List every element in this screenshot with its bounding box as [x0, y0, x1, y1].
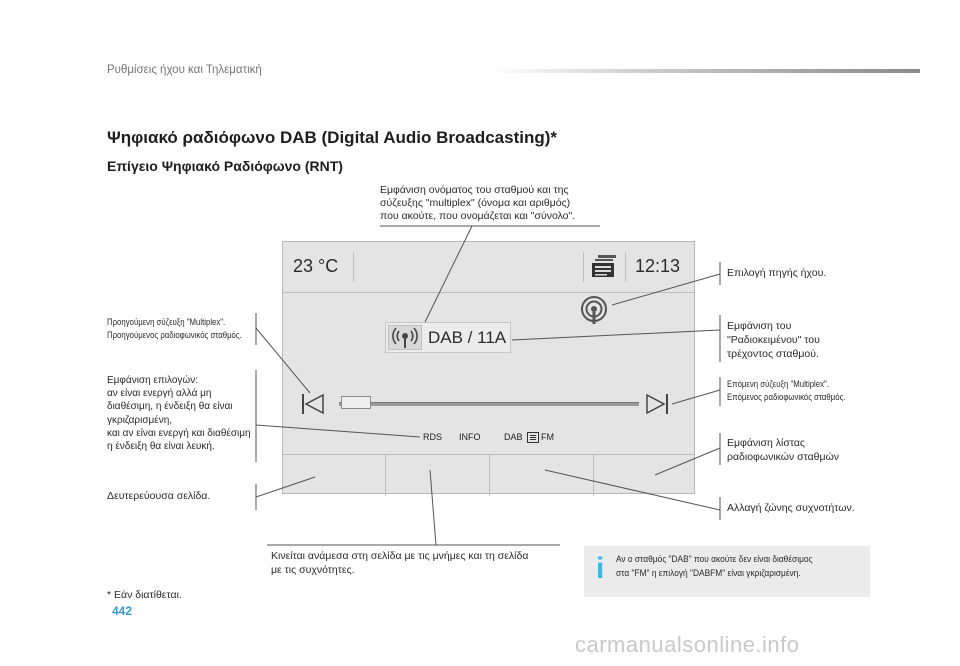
tab-rds[interactable]: RDS — [423, 432, 443, 442]
temperature-readout: 23 °C — [293, 256, 339, 276]
frequency-slider-track[interactable] — [339, 402, 639, 406]
clock-readout: 12:13 — [634, 256, 680, 276]
divider — [593, 455, 594, 496]
callout-secondary-page: Δευτερεύουσα σελίδα. — [107, 490, 211, 502]
source-icon[interactable] — [579, 295, 609, 325]
next-multiplex-icon[interactable] — [645, 392, 669, 416]
page-number: 442 — [112, 604, 133, 618]
info-note-text: Αν ο σταθμός "DAB" που ακούτε δεν είναι … — [616, 554, 813, 579]
footnote: * Εάν διατίθεται. — [107, 589, 182, 601]
page-title: Ψηφιακό ραδιόφωνο DAB (Digital Audio Bro… — [107, 128, 558, 147]
station-name-box: DAB / 11A — [385, 322, 511, 353]
info-note: i Αν ο σταθμός "DAB" που ακούτε δεν είνα… — [584, 546, 870, 597]
callout-station-name: Εμφάνιση ονόματος του σταθμού και της σύ… — [380, 184, 576, 222]
divider — [583, 252, 584, 282]
header-rule — [490, 69, 920, 73]
tab-dab[interactable]: DAB — [504, 432, 523, 442]
dab-fm-switch-icon — [527, 432, 539, 443]
status-bar: 23 °C 12:13 — [283, 242, 694, 293]
divider — [353, 252, 354, 282]
callout-next-multiplex: Επόμενη σύζευξη "Multiplex". Επόμενος ρα… — [727, 379, 846, 403]
callout-memories: Κινείται ανάμεσα στη σελίδα με τις μνήμε… — [271, 550, 529, 576]
callout-options: Εμφάνιση επιλογών: αν είναι ενεργή αλλά … — [107, 375, 251, 453]
divider — [625, 252, 626, 282]
info-icon: i — [596, 552, 605, 585]
radio-display: 23 °C 12:13 DAB / 11A — [282, 241, 695, 496]
bottom-button-row — [283, 454, 694, 496]
callout-station-list: Εμφάνιση λίστας ραδιοφωνικών σταθμών — [727, 437, 840, 463]
divider — [385, 455, 386, 496]
prev-multiplex-icon[interactable] — [301, 392, 325, 416]
menu-icon[interactable] — [590, 253, 618, 279]
dab-radio-icon — [388, 325, 422, 350]
callout-prev-multiplex: Προηγούμενη σύζευξη "Multiplex". Προηγού… — [107, 317, 242, 341]
page-subtitle: Επίγειο Ψηφιακό Ραδιόφωνο (RNT) — [107, 158, 343, 174]
tab-info[interactable]: INFO — [459, 432, 481, 442]
tab-fm[interactable]: FM — [541, 432, 554, 442]
section-header: Ρυθμίσεις ήχου και Τηλεματική — [107, 64, 262, 76]
station-name: DAB / 11A — [428, 328, 507, 347]
frequency-slider-handle[interactable] — [341, 396, 371, 409]
callout-band: Αλλαγή ζώνης συχνοτήτων. — [727, 502, 855, 514]
divider — [489, 455, 490, 496]
callout-radiotext: Εμφάνιση του "Ραδιοκειμένου" του τρέχοντ… — [727, 320, 820, 360]
callout-source: Επιλογή πηγής ήχου. — [727, 267, 827, 279]
watermark: carmanualsonline.info — [575, 632, 800, 657]
options-tabs: RDS INFO DAB FM — [423, 431, 558, 446]
